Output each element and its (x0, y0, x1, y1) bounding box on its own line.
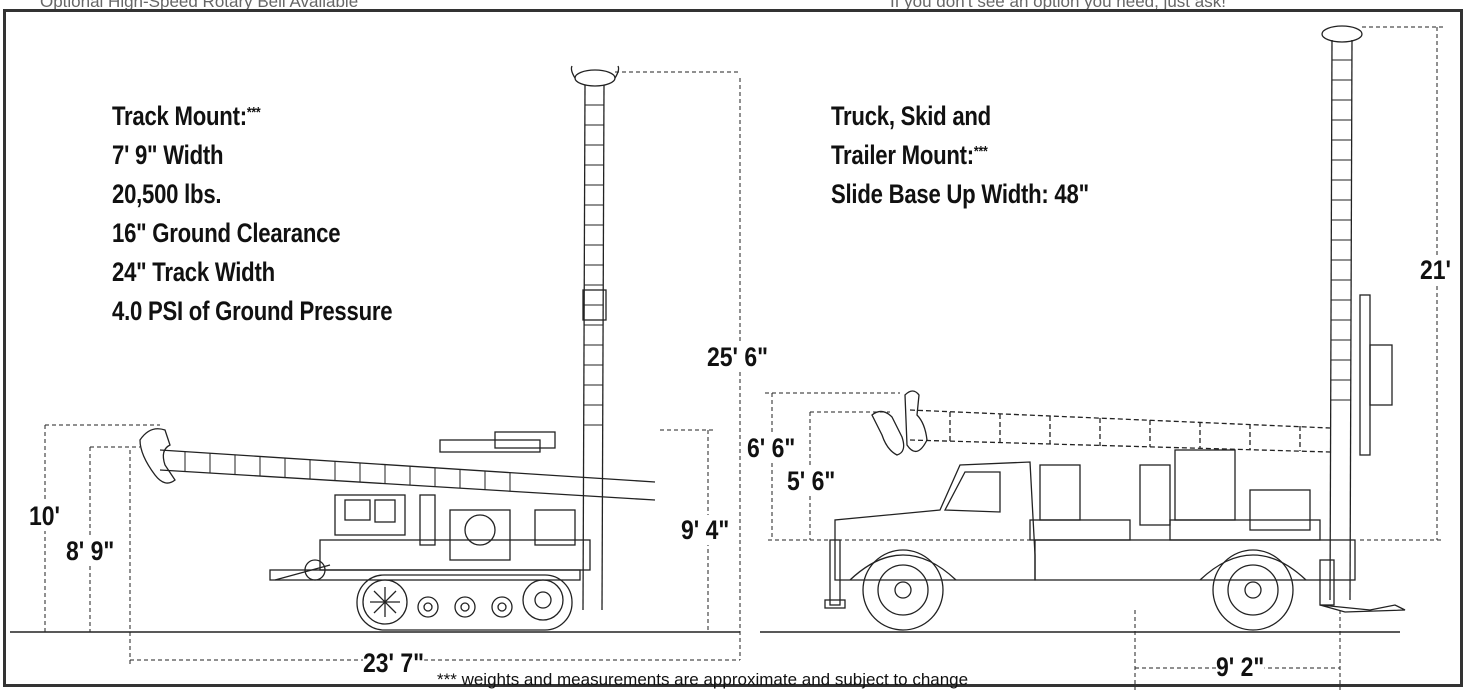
footnote: *** weights and measurements are approxi… (437, 670, 969, 689)
dim-length-23-7: 23' 7" (363, 648, 425, 678)
header-left-text: Optional High-Speed Rotary Bell Availabl… (40, 0, 359, 11)
truck-mount-title-line1: Truck, Skid and (831, 101, 991, 131)
spec-track-width: 24" Track Width (112, 257, 275, 287)
spec-slide-base-width: Slide Base Up Width: 48" (831, 179, 1089, 209)
header-right-text: If you don't see an option you need, jus… (890, 0, 1226, 11)
dim-height-25-6: 25' 6" (707, 342, 769, 372)
dim-height-21: 21' (1420, 255, 1451, 285)
track-mount-title: Track Mount:*** (112, 101, 261, 131)
dim-height-8-9: 8' 9" (66, 536, 115, 566)
track-mount-specs: Track Mount:*** 7' 9" Width 20,500 lbs. … (112, 97, 393, 331)
dim-height-9-4: 9' 4" (681, 515, 730, 545)
dim-height-5-6: 5' 6" (787, 466, 836, 496)
spec-width: 7' 9" Width (112, 140, 224, 170)
dim-height-10: 10' (29, 501, 60, 531)
truck-mount-specs: Truck, Skid and Trailer Mount:*** Slide … (831, 97, 1089, 214)
dim-length-9-2: 9' 2" (1216, 652, 1265, 682)
spec-ground-clearance: 16" Ground Clearance (112, 218, 341, 248)
dim-height-6-6: 6' 6" (747, 433, 796, 463)
diagram-frame (3, 9, 1463, 687)
truck-mount-title-line2: Trailer Mount:*** (831, 140, 988, 170)
spec-weight: 20,500 lbs. (112, 179, 222, 209)
spec-ground-pressure: 4.0 PSI of Ground Pressure (112, 296, 393, 326)
